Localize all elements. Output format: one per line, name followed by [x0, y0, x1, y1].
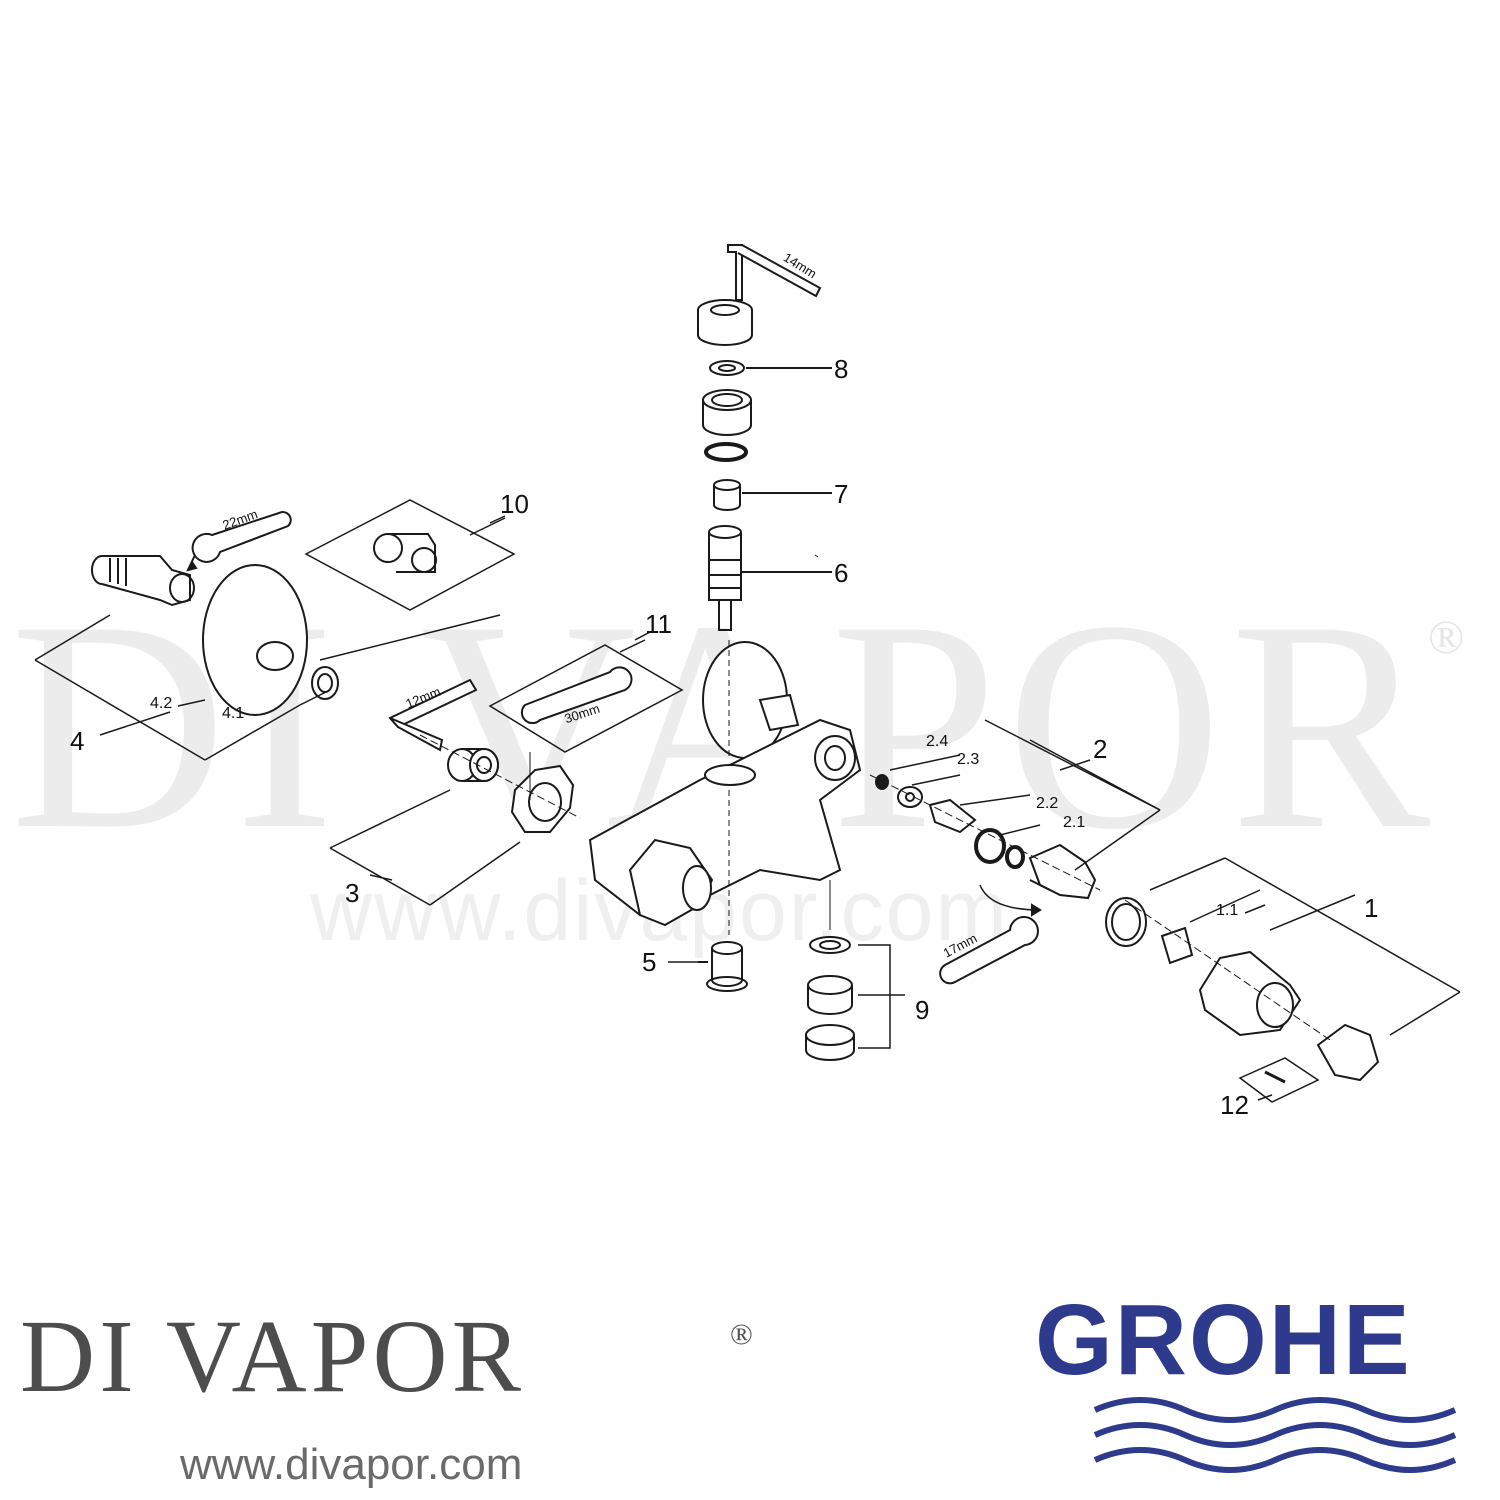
leaders-3 — [329, 789, 521, 906]
headpart-2 — [869, 774, 1101, 900]
grohe-logo: GROHE — [1035, 1284, 1412, 1396]
callout-4-1: 4.1 — [222, 705, 245, 722]
callout-1-1: 1.1 — [1216, 902, 1239, 919]
callout-12: 12 — [1220, 1090, 1249, 1120]
spanner-17mm — [939, 884, 1042, 985]
leaders-4 — [34, 614, 501, 761]
escutcheon — [202, 564, 308, 716]
callout-1: 1 — [1364, 893, 1379, 923]
washer-4-1 — [311, 666, 339, 700]
screw-12 — [1238, 1057, 1320, 1103]
callout-9: 9 — [915, 995, 930, 1025]
cartridge-6 — [708, 525, 832, 631]
aerator-9 — [805, 936, 905, 1061]
divapor-logo: DI VAPOR — [20, 1299, 525, 1414]
washer-8 — [709, 360, 745, 376]
sleeve — [702, 389, 752, 436]
divapor-registered-mark: ® — [730, 1318, 753, 1351]
callout-8: 8 — [834, 354, 849, 384]
callout-10: 10 — [500, 489, 529, 519]
o-ring-top — [704, 442, 748, 462]
leaders-1 — [1149, 857, 1461, 1036]
leaders-10-11 — [489, 515, 651, 641]
callout-4: 4 — [70, 726, 85, 756]
spanner-22mm — [186, 510, 292, 572]
callout-7: 7 — [834, 479, 849, 509]
callout-6: 6 — [834, 558, 849, 588]
hex-key-12mm — [388, 678, 478, 752]
divapor-url: www.divapor.com — [180, 1440, 523, 1489]
callout-2-3: 2.3 — [957, 751, 980, 768]
callout-4-2: 4.2 — [150, 695, 173, 712]
connector-4 — [91, 555, 195, 607]
part-10-box — [304, 499, 516, 611]
grohe-waves-icon — [1093, 1397, 1457, 1473]
leaders-2 — [889, 719, 1161, 871]
callout-3: 3 — [345, 878, 360, 908]
spindle-7 — [713, 479, 832, 511]
sleeve-5 — [698, 941, 748, 992]
callout-2-4: 2.4 — [926, 733, 949, 750]
part-11-box — [488, 639, 684, 800]
callout-2-2: 2.2 — [1036, 795, 1059, 812]
mixer-body — [588, 640, 862, 935]
callout-5: 5 — [642, 947, 657, 977]
handle-1 — [1105, 897, 1380, 1082]
union-3 — [447, 748, 499, 782]
watermark-registered: ® — [1428, 611, 1465, 664]
callout-11: 11 — [645, 609, 672, 639]
callout-2-1: 2.1 — [1063, 814, 1086, 831]
callout-2: 2 — [1093, 734, 1108, 764]
